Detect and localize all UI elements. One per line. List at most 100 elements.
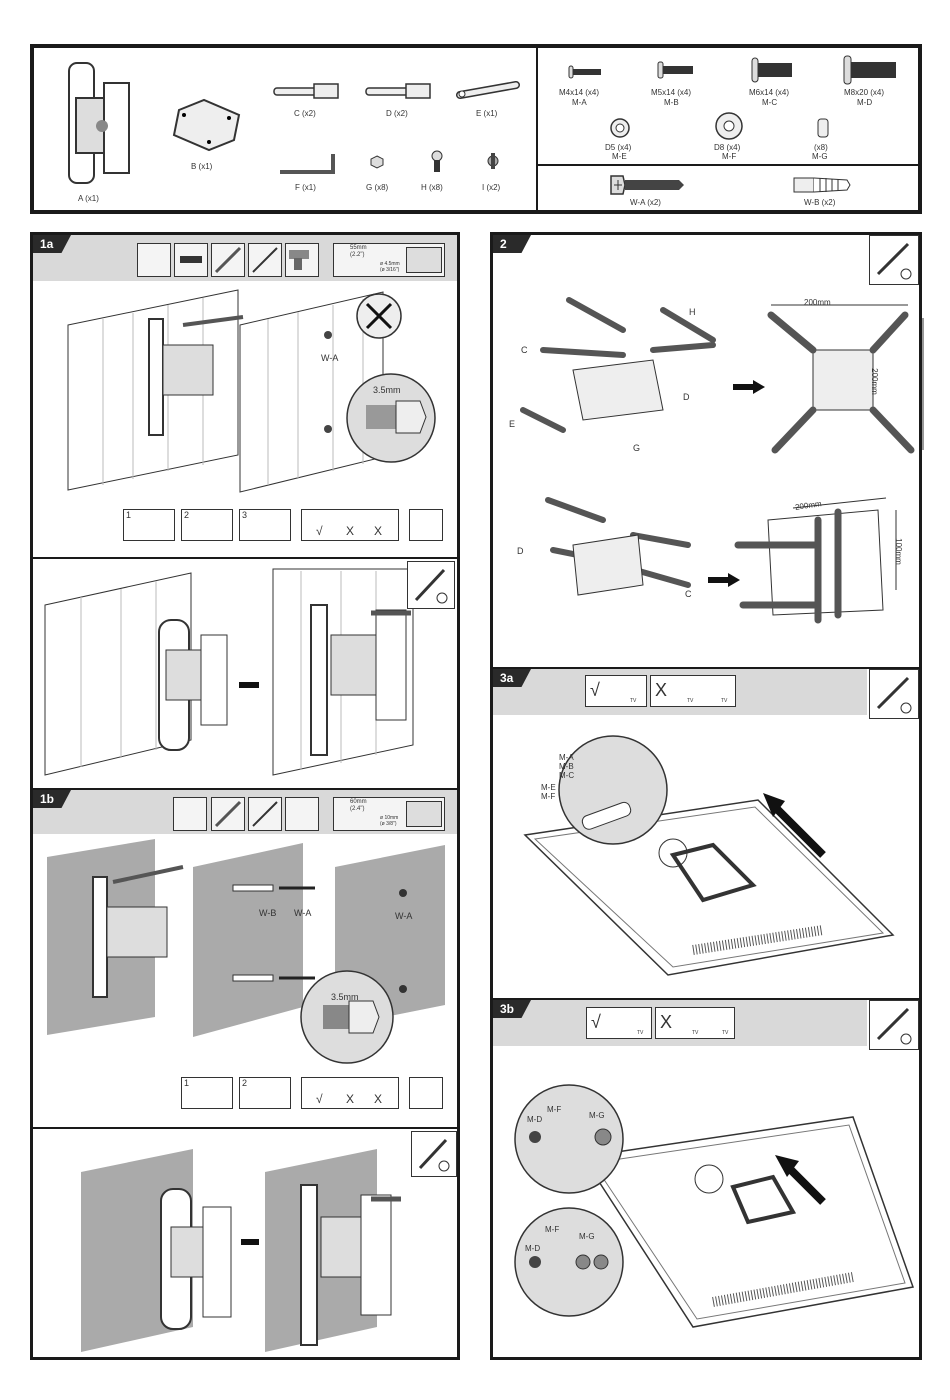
level-icon [174, 243, 208, 277]
wall-anchor-w-b-icon [793, 177, 851, 193]
m-a-code: M-A [572, 98, 587, 107]
w-a-callout-2: W-A [395, 911, 413, 921]
drill-bit-spec: 60mm (2.4") ø 10mm (ø 3/8") [333, 797, 445, 831]
drill-chuck-icon [406, 801, 442, 827]
screw-size-callout: 3.5mm [331, 992, 359, 1002]
code-m-g-2: M-G [579, 1232, 595, 1241]
pencil-icon-2 [248, 243, 282, 277]
cross-mark: X [346, 1092, 355, 1106]
drill-dia: ø 10mm [380, 815, 399, 821]
screw-m-a-icon [568, 65, 601, 79]
level-icon [173, 797, 207, 831]
substep-1: 1 [123, 509, 175, 541]
stud-finder-icon [137, 243, 171, 277]
mount-bracket-illustration [44, 568, 414, 776]
screw-h-icon [431, 150, 443, 172]
m-d-code: M-D [857, 98, 873, 107]
drill-dia-in: (ø 3/16") [380, 267, 400, 273]
no-drywall-icon [356, 293, 402, 339]
parts-divider [536, 48, 538, 210]
cross-mark: X [346, 524, 355, 538]
label-c-2: C [685, 589, 692, 599]
code-m-d-2: M-D [525, 1244, 541, 1253]
correct-screw-box: √ TV [586, 1007, 652, 1039]
check-mark: √ [591, 1012, 601, 1032]
code-m-e: M-E [541, 783, 556, 792]
cross-mark-2: X [374, 1092, 383, 1106]
vesa-assembly-200 [520, 297, 924, 454]
spacer-m-g-icon [817, 118, 829, 138]
m-e-code: M-E [612, 152, 627, 161]
code-m-c: M-C [559, 771, 575, 780]
knob-i-icon [487, 153, 499, 169]
label-c: C [521, 345, 528, 355]
screw-m-d-icon [843, 55, 896, 85]
tv-label-2: TV [721, 698, 728, 704]
screw-detail-circle [346, 373, 436, 463]
drill-depth-in: (2.4") [350, 806, 365, 812]
code-m-f: M-F [547, 1105, 562, 1114]
tv-label: TV [687, 698, 694, 704]
tv-label: TV [637, 1030, 644, 1036]
dim-200-width: 200mm [804, 298, 831, 307]
w-a-callout: W-A [294, 908, 312, 918]
code-m-d: M-D [527, 1115, 543, 1124]
w-a-callout: W-A [321, 353, 339, 363]
screwdriver-icon[interactable] [869, 1000, 919, 1050]
wall-screw-w-a-icon [610, 175, 684, 195]
drill-small-icon [409, 509, 443, 541]
label-d-2: D [517, 546, 524, 556]
step-1b-tab: 1b [33, 790, 71, 808]
tv-back-illustration-3b [514, 1084, 915, 1328]
drill-small-icon [409, 1077, 443, 1109]
m-g-count: (x8) [814, 143, 828, 152]
step-2-tab: 2 [493, 235, 531, 253]
screwdriver-icon[interactable] [869, 669, 919, 719]
label-h: H [689, 307, 696, 317]
step-2-3-panel: 2 H C D E G 200mm 200mm D C 200mm 100mm … [490, 232, 924, 1360]
cross-mark: X [660, 1012, 673, 1032]
screwdriver-icon[interactable] [869, 235, 919, 285]
drill-icon [285, 243, 319, 277]
wrench-e-icon [456, 81, 520, 99]
step-3a-tab: 3a [493, 669, 531, 687]
vesa-plate-b-icon [172, 98, 241, 152]
label-e: E [509, 419, 516, 429]
screwdriver-icon[interactable] [411, 1131, 457, 1177]
part-e-label: E (x1) [476, 109, 498, 118]
drill-icon [285, 797, 319, 831]
concrete-wall-illustrations [47, 839, 445, 1064]
pencil-icon [211, 243, 245, 277]
concrete-mount-illustration [81, 1149, 401, 1352]
code-m-g: M-G [589, 1111, 605, 1120]
drill-dia-in: (ø 3/8") [380, 821, 397, 827]
drill-depth: 60mm [350, 799, 367, 805]
nut-g-icon [370, 155, 384, 169]
divider [493, 667, 919, 669]
step-1-panel: 1a 55mm (2.2") ø 4.5mm (ø 3/16") W-A 3.5… [30, 232, 460, 1360]
correct-screw-box: √TV [585, 675, 647, 707]
m-g-code: M-G [812, 152, 828, 161]
parts-divider-h [536, 164, 918, 166]
code-m-b: M-B [559, 762, 574, 771]
part-b-label: B (x1) [191, 162, 213, 171]
wall-plate-a-icon [68, 62, 130, 184]
arm-c-icon [273, 83, 339, 99]
arm-d-icon [365, 83, 431, 99]
drill-bit-spec: 55mm (2.2") ø 4.5mm (ø 3/16") [333, 243, 445, 277]
w-b-callout: W-B [259, 908, 277, 918]
label-g: G [633, 443, 641, 453]
part-d-label: D (x2) [386, 109, 408, 118]
tv-back-illustration-3a [523, 735, 895, 976]
washer-m-f-icon [715, 112, 743, 140]
substep-3: 3 [239, 509, 291, 541]
w-b-label: W-B (x2) [804, 198, 836, 207]
screw-size-callout: 3.5mm [373, 385, 401, 395]
check-mark: √ [316, 524, 323, 538]
m-e-size: D5 (x4) [605, 143, 632, 152]
tv-label-2: TV [722, 1030, 729, 1036]
part-c-label: C (x2) [294, 109, 316, 118]
m-a-size: M4x14 (x4) [559, 88, 600, 97]
screwdriver-icon[interactable] [407, 561, 455, 609]
